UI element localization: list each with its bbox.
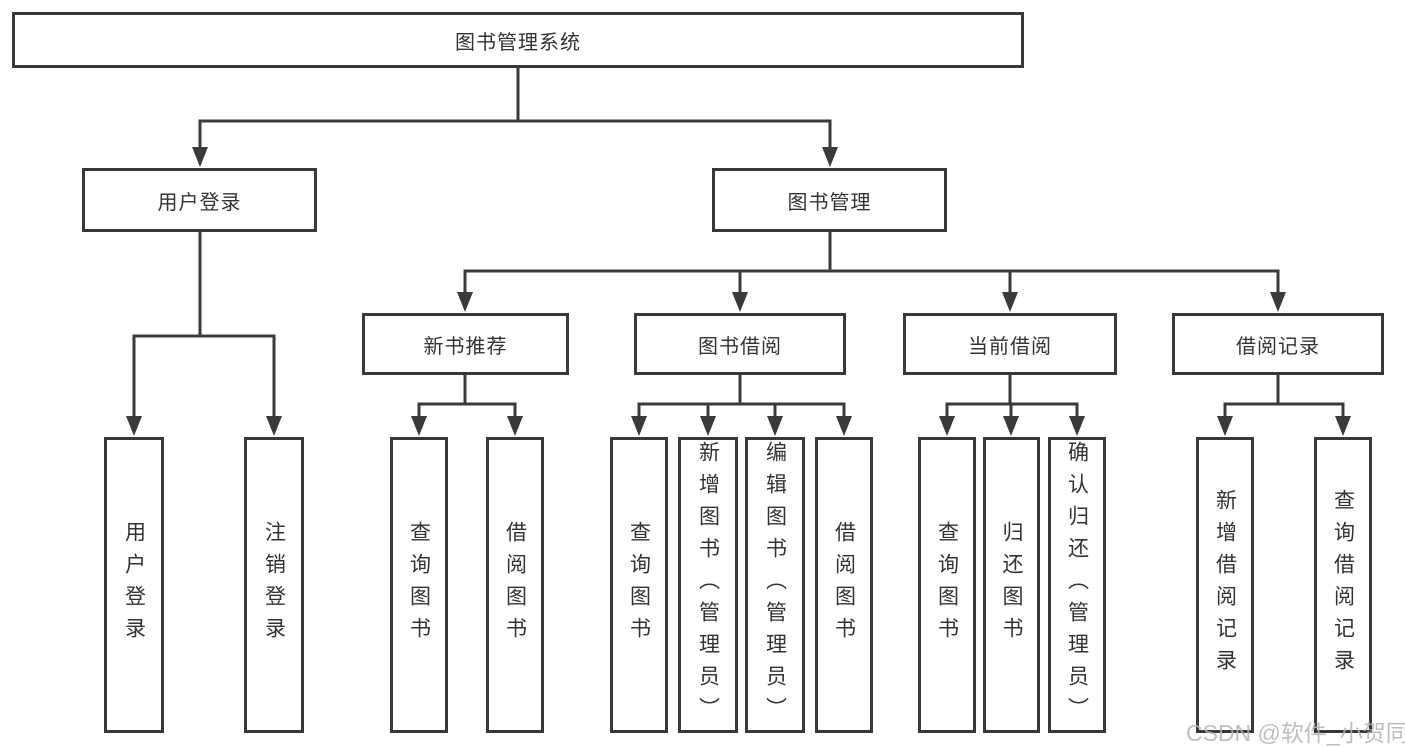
arrow-down-icon (836, 416, 852, 436)
arrow-down-icon (457, 292, 473, 312)
leaf-current-return-books: 归还图书 (983, 437, 1040, 733)
node-borrowing-records: 借阅记录 (1172, 313, 1384, 375)
leaf-current-confirm-return-admin: 确认归还（管理员） (1048, 437, 1106, 733)
node-user-login-label: 用户登录 (157, 191, 242, 214)
leaf-current-confirm-return-admin-label: 确认归还（管理员） (1065, 441, 1089, 729)
watermark: CSDN @软件_小贺同学 (1186, 720, 1405, 746)
node-current-borrowing-label: 当前借阅 (968, 335, 1052, 358)
arrow-down-icon (700, 416, 716, 436)
arrow-down-icon (1003, 416, 1019, 436)
arrow-down-icon (507, 416, 523, 436)
arrow-down-icon (939, 416, 955, 436)
arrow-down-icon (631, 416, 647, 436)
node-book-borrowing-label: 图书借阅 (698, 335, 782, 358)
arrow-down-icon (767, 416, 783, 436)
node-book-management: 图书管理 (712, 168, 947, 232)
arrow-down-icon (1217, 416, 1233, 436)
leaf-borrow-query-books: 查询图书 (610, 437, 668, 733)
leaf-current-query-books: 查询图书 (918, 437, 976, 733)
arrow-down-icon (1069, 416, 1085, 436)
leaf-borrow-borrow-books-label: 借阅图书 (832, 521, 856, 649)
node-book-borrowing: 图书借阅 (634, 313, 846, 375)
leaf-recommend-query-books: 查询图书 (390, 437, 448, 733)
arrow-down-icon (732, 292, 748, 312)
arrow-down-icon (192, 147, 208, 167)
node-new-book-recommendation-label: 新书推荐 (423, 335, 508, 358)
leaf-borrow-add-books-admin-label: 新增图书（管理员） (696, 441, 720, 729)
leaf-recommend-borrow-books: 借阅图书 (486, 437, 544, 733)
node-borrowing-records-label: 借阅记录 (1236, 335, 1320, 358)
leaf-records-query-record-label: 查询借阅记录 (1331, 489, 1355, 681)
arrow-down-icon (822, 147, 838, 167)
arrow-down-icon (1335, 416, 1351, 436)
leaf-current-query-books-label: 查询图书 (935, 521, 959, 649)
leaf-logout: 注销登录 (244, 437, 304, 733)
node-user-login: 用户登录 (82, 168, 317, 232)
leaf-borrow-query-books-label: 查询图书 (627, 521, 651, 649)
leaf-borrow-edit-books-admin-label: 编辑图书（管理员） (763, 441, 787, 729)
arrow-down-icon (411, 416, 427, 436)
leaf-recommend-borrow-books-label: 借阅图书 (503, 521, 527, 649)
leaf-logout-label: 注销登录 (262, 521, 286, 649)
leaf-borrow-borrow-books: 借阅图书 (815, 437, 873, 733)
node-root-label: 图书管理系统 (455, 31, 581, 54)
leaf-recommend-query-books-label: 查询图书 (407, 521, 431, 649)
arrow-down-icon (1002, 292, 1018, 312)
node-new-book-recommendation: 新书推荐 (362, 313, 569, 375)
leaf-records-query-record: 查询借阅记录 (1314, 437, 1372, 733)
arrow-down-icon (1270, 292, 1286, 312)
leaf-records-add-record: 新增借阅记录 (1196, 437, 1254, 733)
leaf-borrow-edit-books-admin: 编辑图书（管理员） (745, 437, 805, 733)
leaf-current-return-books-label: 归还图书 (1000, 521, 1023, 649)
node-book-management-label: 图书管理 (787, 191, 872, 214)
arrow-down-icon (266, 416, 282, 436)
leaf-user-login-label: 用户登录 (122, 521, 146, 649)
leaf-records-add-record-label: 新增借阅记录 (1213, 489, 1237, 681)
node-root: 图书管理系统 (12, 12, 1024, 68)
node-current-borrowing: 当前借阅 (903, 313, 1117, 375)
leaf-borrow-add-books-admin: 新增图书（管理员） (678, 437, 738, 733)
leaf-user-login: 用户登录 (104, 437, 164, 733)
arrow-down-icon (126, 416, 142, 436)
